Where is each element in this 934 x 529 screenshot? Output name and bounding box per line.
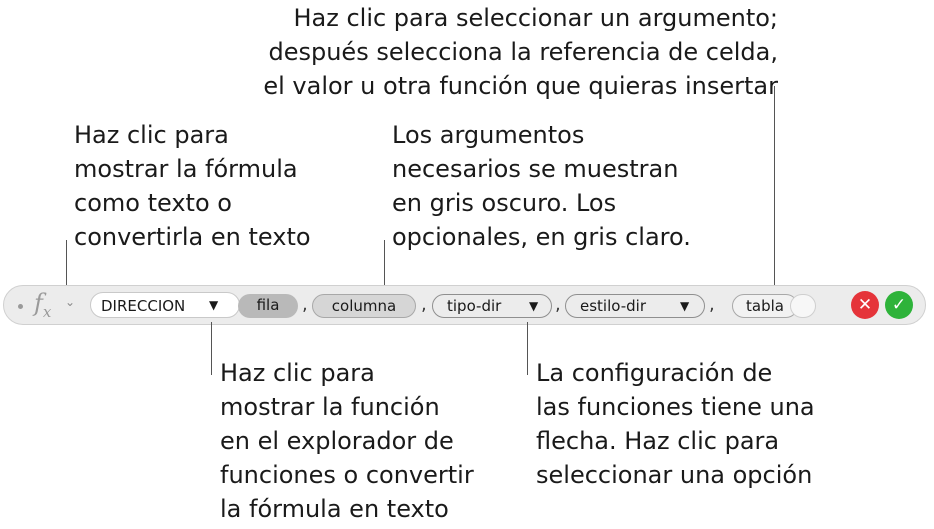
confirm-icon[interactable]: ✓ [885,291,913,319]
function-name-label: DIRECCION [101,297,186,315]
argument-separator: , [709,294,715,315]
argument-separator: , [555,294,561,315]
fx-icon[interactable]: fx [34,289,52,321]
leader-line-function-browser [211,322,212,375]
callout-line: opcionales, en gris claro. [392,223,691,251]
callout-line: mostrar la fórmula [74,155,298,183]
callout-formula-text: Haz clic para mostrar la fórmula como te… [74,118,311,254]
callout-line: seleccionar una opción [536,461,813,489]
function-name-button[interactable]: DIRECCION ▼ [90,292,240,318]
callout-line: convertirla en texto [74,223,311,251]
argument-label: estilo-dir [580,297,646,315]
callout-argument-click: Haz clic para seleccionar un argumento; … [180,1,778,103]
caret-down-icon: ▼ [680,299,690,313]
callout-line: las funciones tiene una [536,393,815,421]
callout-settings-arrow: La configuración de las funciones tiene … [536,356,815,492]
argument-separator: , [421,294,427,315]
argument-token-fila[interactable]: fila [238,294,298,318]
callout-line: mostrar la función [220,393,440,421]
callout-line: flecha. Haz clic para [536,427,780,455]
callout-line: necesarios se muestran [392,155,679,183]
argument-token-tipo-dir[interactable]: tipo-dir ▼ [432,294,552,318]
formula-end-cap [790,294,816,318]
argument-token-columna[interactable]: columna [312,294,416,318]
callout-line: después selecciona la referencia de celd… [268,38,778,66]
callout-line: Haz clic para [74,121,229,149]
argument-label: tabla [746,297,784,315]
leader-line-formula-text [66,240,67,290]
callout-line: en gris oscuro. Los [392,189,617,217]
cancel-icon[interactable]: ✕ [851,291,879,319]
formula-bar: fx ⌄ DIRECCION ▼ fila , columna , tipo-d… [3,285,926,325]
callout-line: Haz clic para [220,359,375,387]
caret-down-icon: ▼ [529,299,539,313]
argument-separator: , [302,294,308,315]
leader-line-argument [774,86,775,290]
leader-line-required-args [384,240,385,293]
chevron-down-icon[interactable]: ⌄ [65,295,76,309]
argument-token-estilo-dir[interactable]: estilo-dir ▼ [565,294,705,318]
leader-line-settings-arrow [527,322,528,375]
callout-function-browser: Haz clic para mostrar la función en el e… [220,356,474,526]
caret-down-icon: ▼ [209,298,219,312]
callout-line: La configuración de [536,359,773,387]
argument-label: fila [256,296,280,314]
callout-line: como texto o [74,189,232,217]
argument-label: columna [331,297,397,315]
callout-line: Haz clic para seleccionar un argumento; [293,4,778,32]
callout-line: Los argumentos [392,121,585,149]
callout-required-args: Los argumentos necesarios se muestran en… [392,118,691,254]
handle-icon[interactable] [18,304,23,309]
callout-line: en el explorador de [220,427,454,455]
callout-line: el valor u otra función que quieras inse… [263,72,778,100]
argument-token-tabla[interactable]: tabla [732,294,798,318]
callout-line: la fórmula en texto [220,495,449,523]
argument-label: tipo-dir [447,297,502,315]
callout-line: funciones o convertir [220,461,474,489]
